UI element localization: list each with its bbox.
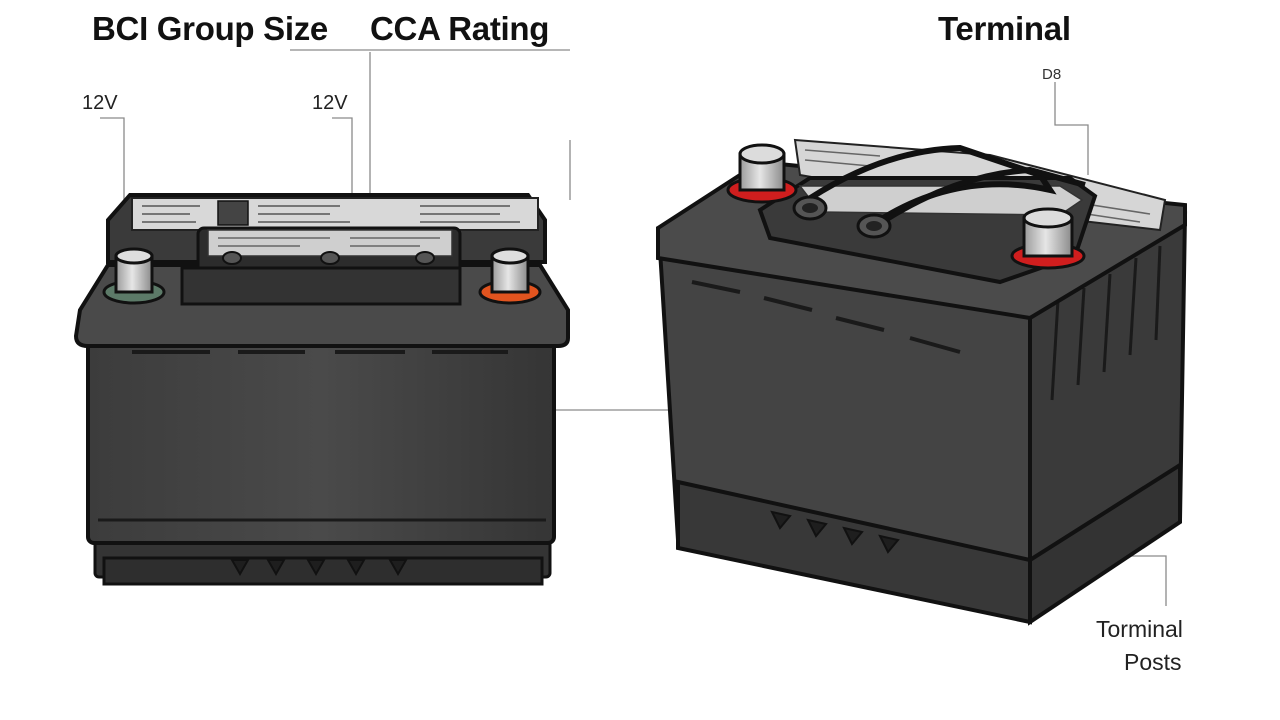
cca-rating-label: CCA Rating bbox=[370, 10, 550, 47]
voltage-label-left: 12V bbox=[82, 92, 118, 114]
battery-angle-vents bbox=[770, 510, 900, 554]
battery-angle-lid-ribs bbox=[691, 280, 961, 354]
negative-terminal-post bbox=[102, 247, 166, 305]
battery-angle-side-ribs bbox=[1050, 245, 1162, 401]
bci-group-size-label: BCI Group Size bbox=[92, 10, 328, 47]
code-label: D8 bbox=[1042, 66, 1062, 83]
positive-terminal-post bbox=[478, 247, 542, 305]
terminal-label: Terminal bbox=[938, 10, 1071, 47]
battery-angle-view bbox=[656, 138, 1188, 626]
leader-line-voltage-left bbox=[100, 117, 125, 205]
terminal-posts-label-line1: Torminal bbox=[1096, 616, 1183, 642]
left-terminal-post bbox=[726, 143, 798, 204]
voltage-label-mid: 12V bbox=[312, 92, 348, 114]
barcode-icon bbox=[217, 200, 249, 226]
battery-front-cap-screws bbox=[222, 251, 435, 265]
battery-front-label-text bbox=[142, 205, 520, 223]
terminal-posts-label-line2: Posts bbox=[1124, 649, 1182, 675]
right-terminal-post bbox=[1010, 207, 1086, 270]
leader-line-voltage-mid bbox=[332, 117, 353, 205]
battery-front-view bbox=[73, 193, 570, 586]
leader-line-code bbox=[1054, 82, 1089, 175]
battery-front-body bbox=[86, 333, 556, 545]
battery-front-vents bbox=[230, 559, 408, 577]
vent-cap-icon bbox=[792, 195, 828, 221]
leader-line-terminal-posts bbox=[1118, 555, 1167, 606]
vent-cap-icon-2 bbox=[856, 213, 892, 239]
